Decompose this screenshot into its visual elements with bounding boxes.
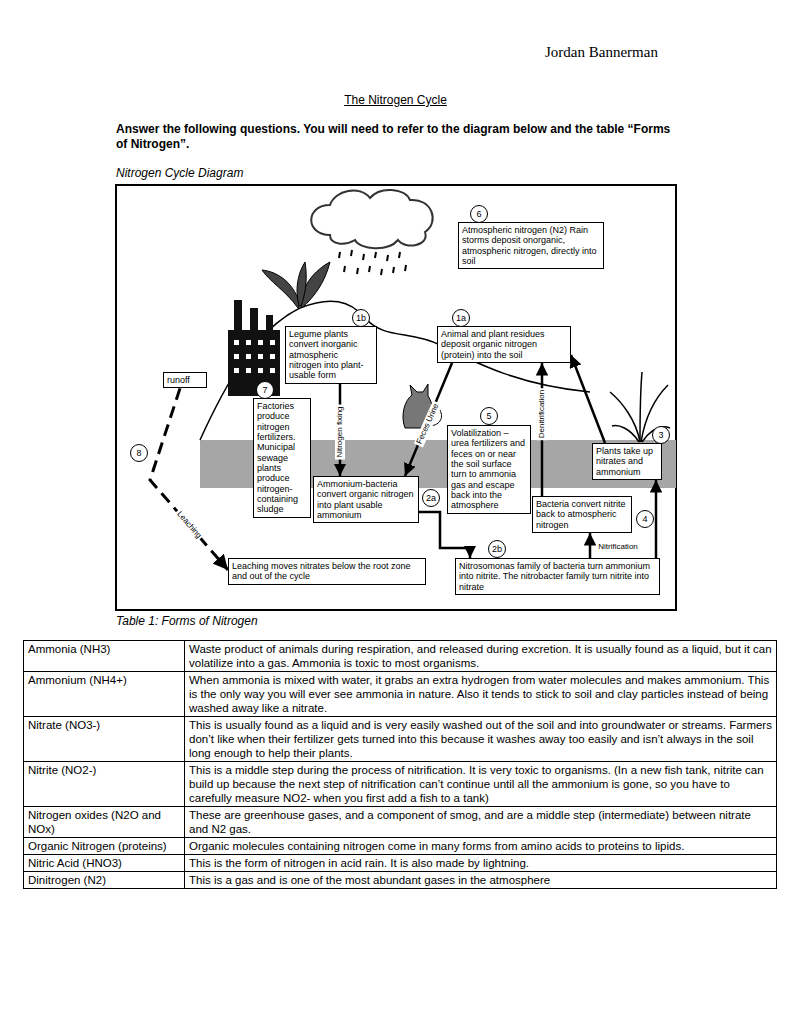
table-cell: Organic molecules containing nitrogen co… xyxy=(185,838,777,855)
process-box: Leaching moves nitrates below the root z… xyxy=(228,558,426,585)
instructions: Answer the following questions. You will… xyxy=(116,122,681,152)
process-box: Factories produce nitrogen fertilizers. … xyxy=(253,398,311,518)
callout-number: 4 xyxy=(636,510,654,528)
process-box: Bacteria convert nitrite back to atmosph… xyxy=(532,496,632,533)
box-text: Legume plants convert inorganic atmosphe… xyxy=(289,329,373,381)
form-name: Nitric Acid (HNO3) xyxy=(28,857,122,869)
table-row: Nitrite (NO2-) This is a middle step duri… xyxy=(24,762,777,807)
table-row: Nitrogen oxides (N2O and NOx) These are g… xyxy=(24,807,777,838)
box-text: Leaching moves nitrates below the root z… xyxy=(232,561,422,582)
callout-number: 2a xyxy=(422,489,440,507)
form-description: Organic molecules containing nitrogen co… xyxy=(189,840,684,852)
form-name: Nitrite (NO2-) xyxy=(28,764,96,776)
callout-number: 6 xyxy=(470,205,488,223)
table-cell: This is usually found as a liquid and is… xyxy=(185,717,777,762)
flow-arrow xyxy=(655,480,658,558)
form-name: Nitrogen oxides (N2O and NOx) xyxy=(28,809,161,835)
flow-arrow xyxy=(571,355,605,443)
form-name: Nitrate (NO3-) xyxy=(28,719,100,731)
table-body: Ammonia (NH3) Waste product of animals du… xyxy=(24,641,777,889)
box-text: Nitrosomonas family of bacteria turn amm… xyxy=(459,561,656,592)
edge-label: Denitrification xyxy=(537,388,547,440)
box-text: Ammonium-bacteria convert organic nitrog… xyxy=(317,479,415,520)
flow-arrow xyxy=(405,363,452,476)
box-text: Volatilization – urea fertilizers and fe… xyxy=(451,428,527,511)
table-cell: Dinitrogen (N2) xyxy=(24,872,185,889)
edge-label: Nitrogen fixing xyxy=(335,404,345,459)
table-cell: Ammonia (NH3) xyxy=(24,641,185,672)
box-text: Atmospheric nitrogen (N2) Rain storms de… xyxy=(462,225,600,266)
callout-number: 1a xyxy=(452,309,470,327)
edge-label: Leaching xyxy=(173,508,204,542)
table-cell: Nitrate (NO3-) xyxy=(24,717,185,762)
callout-number: 5 xyxy=(480,407,498,425)
form-description: This is a gas and is one of the most abu… xyxy=(189,874,550,886)
form-description: This is a middle step during the process… xyxy=(189,764,764,804)
table-caption: Table 1: Forms of Nitrogen xyxy=(116,614,258,628)
flow-arrow xyxy=(589,533,592,558)
process-box: Ammonium-bacteria convert organic nitrog… xyxy=(313,476,419,523)
form-description: Waste product of animals during respirat… xyxy=(189,643,772,669)
table-cell: This is a middle step during the process… xyxy=(185,762,777,807)
callout-number: 7 xyxy=(256,381,274,399)
table-row: Nitric Acid (HNO3) This is the form of ni… xyxy=(24,855,777,872)
table-cell: These are greenhouse gases, and a compon… xyxy=(185,807,777,838)
callout-number: 2b xyxy=(488,540,506,558)
author-name: Jordan Bannerman xyxy=(545,44,658,61)
process-box: Atmospheric nitrogen (N2) Rain storms de… xyxy=(458,222,604,269)
box-text: Plants take up nitrates and ammonium xyxy=(596,446,658,477)
leaching-arrow xyxy=(150,388,228,570)
flow-arrow xyxy=(419,512,470,558)
box-text: Bacteria convert nitrite back to atmosph… xyxy=(536,499,628,530)
callout-number: 1b xyxy=(352,309,370,327)
form-name: Organic Nitrogen (proteins) xyxy=(28,840,167,852)
table-cell: Organic Nitrogen (proteins) xyxy=(24,838,185,855)
box-text: Factories produce nitrogen fertilizers. … xyxy=(257,401,307,515)
diagram-heading: Nitrogen Cycle Diagram xyxy=(116,166,243,180)
process-box: Legume plants convert inorganic atmosphe… xyxy=(285,326,377,384)
callout-number: 3 xyxy=(652,426,670,444)
table-cell: This is a gas and is one of the most abu… xyxy=(185,872,777,889)
table-row: Organic Nitrogen (proteins) Organic molec… xyxy=(24,838,777,855)
edge-label: Feces Urine xyxy=(414,400,442,447)
form-description: This is the form of nitrogen in acid rai… xyxy=(189,857,529,869)
form-name: Ammonium (NH4+) xyxy=(28,674,127,686)
edge-label: Nitrification xyxy=(596,542,640,552)
form-description: This is usually found as a liquid and is… xyxy=(189,719,772,759)
table-cell: Nitric Acid (HNO3) xyxy=(24,855,185,872)
table-cell: Nitrite (NO2-) xyxy=(24,762,185,807)
table-cell: Nitrogen oxides (N2O and NOx) xyxy=(24,807,185,838)
page-title: The Nitrogen Cycle xyxy=(0,93,791,107)
table-cell: Waste product of animals during respirat… xyxy=(185,641,777,672)
table-cell: When ammonia is mixed with water, it gra… xyxy=(185,672,777,717)
table-row: Ammonia (NH3) Waste product of animals du… xyxy=(24,641,777,672)
table-row: Nitrate (NO3-) This is usually found as a… xyxy=(24,717,777,762)
form-name: Ammonia (NH3) xyxy=(28,643,110,655)
table-row: Ammonium (NH4+) When ammonia is mixed wit… xyxy=(24,672,777,717)
process-box: Plants take up nitrates and ammonium xyxy=(592,443,662,480)
form-description: When ammonia is mixed with water, it gra… xyxy=(189,674,769,714)
process-box: Volatilization – urea fertilizers and fe… xyxy=(447,425,531,514)
table-row: Dinitrogen (N2) This is a gas and is one … xyxy=(24,872,777,889)
form-description: These are greenhouse gases, and a compon… xyxy=(189,809,751,835)
box-text: Animal and plant residues deposit organi… xyxy=(441,329,567,360)
form-name: Dinitrogen (N2) xyxy=(28,874,106,886)
process-box: Nitrosomonas family of bacteria turn amm… xyxy=(455,558,660,595)
table-cell: This is the form of nitrogen in acid rai… xyxy=(185,855,777,872)
process-box: runoff xyxy=(163,372,207,388)
process-box: Animal and plant residues deposit organi… xyxy=(437,326,571,363)
forms-table: Ammonia (NH3) Waste product of animals du… xyxy=(23,640,777,889)
box-text: runoff xyxy=(167,375,203,385)
callout-number: 8 xyxy=(130,444,148,462)
table-cell: Ammonium (NH4+) xyxy=(24,672,185,717)
